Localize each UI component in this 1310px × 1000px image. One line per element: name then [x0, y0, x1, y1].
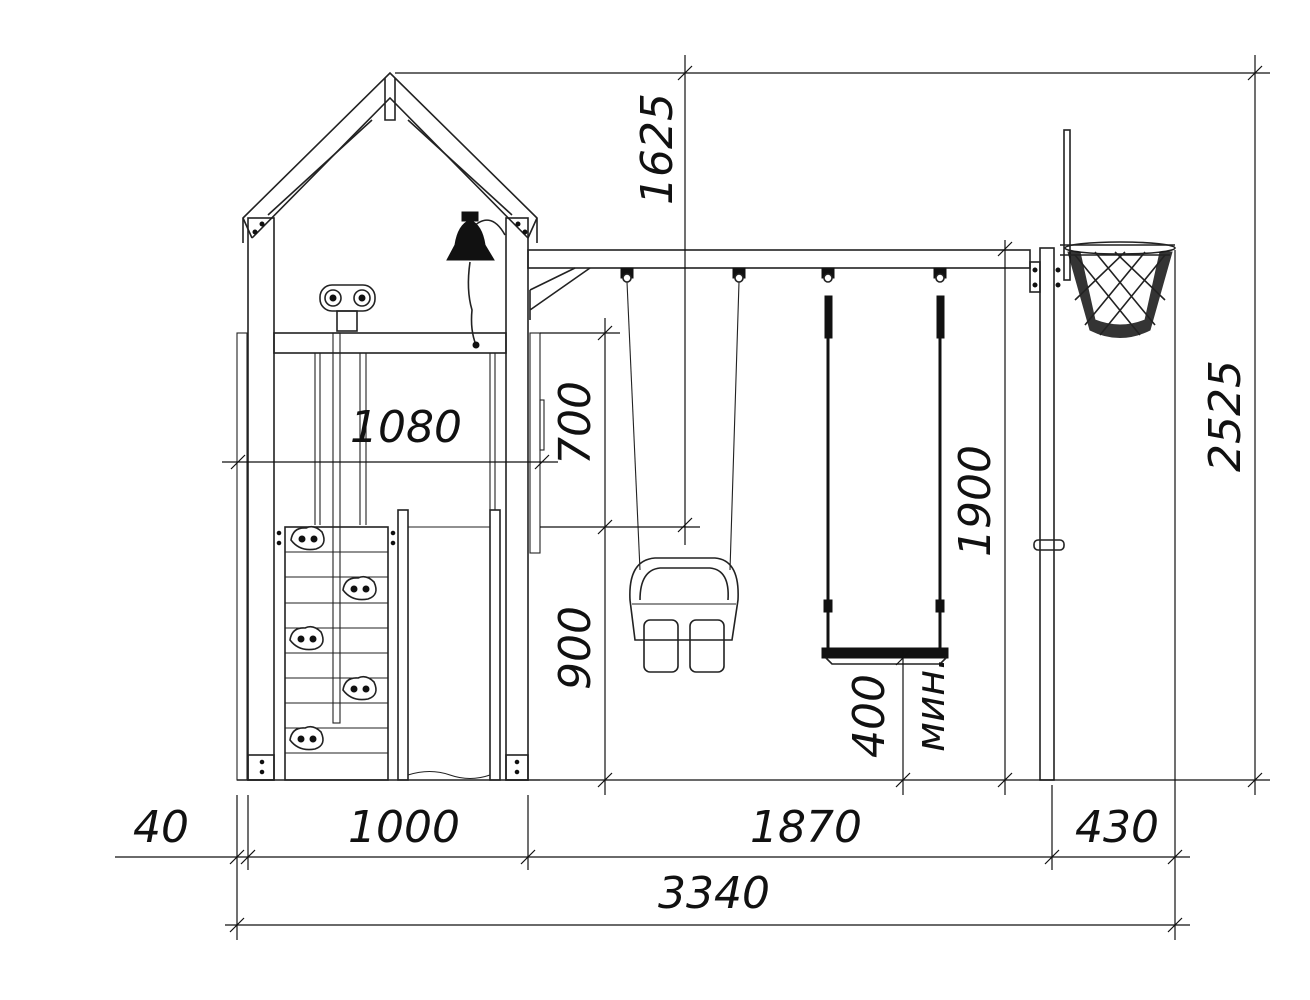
dim-seat-clearance-note: мин.	[908, 657, 954, 752]
ladder-pole	[332, 332, 341, 724]
board-swing	[821, 267, 949, 665]
climbing-wall	[276, 526, 396, 781]
climbing-hold-icon	[289, 525, 377, 751]
tower-roof	[242, 71, 538, 243]
tower-frame	[236, 217, 545, 781]
dim-tower-width: 1000	[348, 802, 460, 853]
dimension-lines	[115, 55, 1270, 940]
slide	[397, 509, 501, 781]
dim-seat-clearance: 400	[844, 674, 895, 758]
dim-total-height: 2525	[1200, 360, 1251, 472]
basketball-hoop	[1060, 129, 1176, 338]
binoculars-icon	[319, 284, 376, 332]
dim-left-offset: 40	[133, 802, 189, 853]
dim-swing-span: 1870	[750, 802, 862, 853]
dim-railing-height: 700	[550, 381, 601, 465]
dim-total-width: 3340	[658, 868, 770, 919]
dim-swing-height: 1900	[950, 445, 1001, 557]
baby-swing	[620, 267, 746, 673]
dim-top-clearance: 1625	[632, 93, 683, 205]
dim-deck-height: 900	[550, 606, 601, 690]
bell-icon	[446, 211, 506, 349]
dim-deck-width: 1080	[350, 402, 462, 453]
dim-hoop-offset: 430	[1075, 802, 1159, 853]
